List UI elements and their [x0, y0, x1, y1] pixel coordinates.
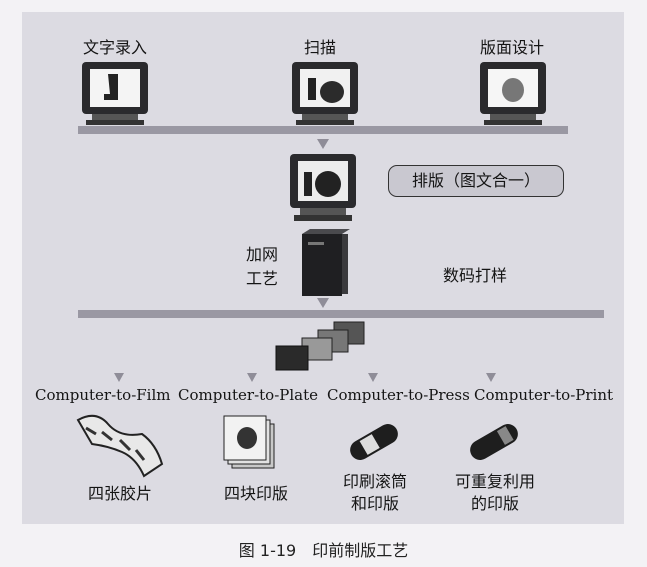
monitor-scan-icon: [292, 62, 358, 125]
arrow-down-icon: [317, 298, 329, 308]
label-computer-to-plate: Computer-to-Plate: [178, 386, 319, 404]
monitor-design-icon: [480, 62, 546, 125]
label-computer-to-press: Computer-to-Press: [327, 386, 470, 404]
label-scan: 扫描: [303, 38, 336, 57]
press-drum-icon: [350, 424, 398, 460]
lower-connector-bar: [78, 310, 604, 318]
arrow-down-icon: [247, 373, 257, 382]
monitor-layout-icon: [290, 154, 356, 221]
output-media-stack-icon: [275, 321, 365, 371]
label-page-design: 版面设计: [479, 38, 544, 57]
arrow-down-icon: [486, 373, 496, 382]
label-computer-to-print: Computer-to-Print: [474, 386, 614, 404]
label-text-entry: 文字录入: [82, 38, 147, 57]
result-print-line1: 可重复利用: [454, 472, 535, 491]
label-digital-proof: 数码打样: [443, 266, 508, 285]
result-plate-line1: 四块印版: [223, 484, 288, 503]
arrow-down-icon: [368, 373, 378, 382]
label-computer-to-film: Computer-to-Film: [35, 386, 171, 404]
layout-label-box: 排版（图文合一）: [388, 165, 564, 197]
figure-caption: 图 1-19 印前制版工艺: [238, 541, 409, 560]
result-print-line2: 的印版: [470, 494, 519, 513]
reusable-plate-drum-icon: [470, 424, 518, 460]
screening-device-icon: [302, 229, 350, 296]
result-press-line1: 印刷滚筒: [342, 472, 407, 491]
arrow-down-icon: [114, 373, 124, 382]
film-strip-icon: [76, 414, 164, 478]
upper-connector-bar: [78, 126, 568, 134]
result-film-line1: 四张胶片: [87, 484, 152, 503]
label-screening-line1: 加网: [246, 245, 279, 264]
result-press-line2: 和印版: [350, 494, 399, 513]
arrow-down-icon: [317, 139, 329, 149]
monitor-text-icon: [82, 62, 148, 125]
label-screening-line2: 工艺: [246, 269, 279, 288]
plate-stack-icon: [223, 415, 275, 469]
